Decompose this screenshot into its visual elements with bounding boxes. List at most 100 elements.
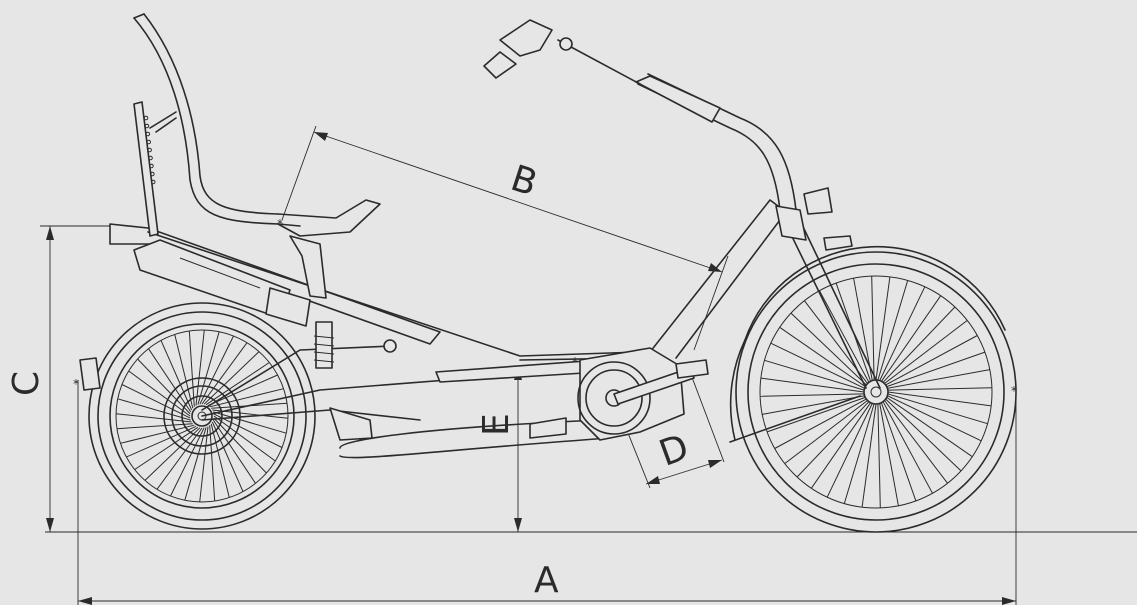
spoke	[880, 295, 942, 382]
ref-mark-rear: *	[73, 377, 79, 391]
spoke	[882, 306, 956, 383]
adjust-hole	[148, 155, 153, 161]
pivot-bolt	[383, 339, 397, 353]
rear-fender	[88, 302, 316, 530]
spoke	[170, 427, 205, 497]
spoke	[199, 426, 209, 503]
spoke	[137, 358, 191, 415]
rear-wheel	[79, 302, 316, 530]
spoke	[199, 335, 234, 405]
rear-tire-outer	[97, 311, 307, 521]
shock-spring	[313, 335, 335, 363]
seat-adjust-holes	[143, 115, 156, 185]
spoke	[144, 427, 201, 481]
seat-stay	[201, 345, 393, 411]
adjust-hole	[143, 115, 149, 121]
seat	[133, 13, 381, 299]
spoke	[210, 423, 230, 498]
adjust-hole	[145, 131, 151, 137]
adjust-hole	[150, 171, 155, 177]
brake-lever	[499, 19, 553, 57]
dim-b-arrow-right	[708, 263, 722, 272]
spoke	[213, 415, 276, 462]
spoke	[148, 348, 192, 413]
dim-d-arrow-left	[646, 476, 660, 484]
front-rim	[759, 275, 993, 509]
spoke	[762, 395, 865, 415]
reflector-bracket	[823, 235, 853, 251]
seat-top-cap	[133, 13, 145, 19]
adjust-hole	[144, 123, 150, 129]
front-axle	[870, 386, 882, 398]
fork-rear	[795, 211, 881, 389]
ref-mark-front: *	[1011, 384, 1017, 398]
spoke	[879, 403, 899, 506]
spoke	[209, 388, 284, 408]
crank-arm	[613, 367, 695, 405]
spoke	[760, 377, 865, 393]
spoke	[887, 391, 992, 407]
spoke	[205, 362, 270, 406]
spoke	[213, 411, 287, 434]
front-hub	[863, 379, 889, 405]
spoke	[117, 398, 191, 421]
label-e: E	[476, 413, 517, 436]
spoke	[884, 320, 968, 384]
dim-b-seat-extension	[281, 125, 317, 221]
dim-b-arrow-left	[314, 132, 328, 141]
front-tire-outer	[735, 251, 1017, 533]
head-light	[803, 187, 833, 215]
rear-spokes	[115, 329, 289, 503]
spoke	[134, 426, 199, 470]
spoke	[121, 384, 191, 419]
spoke	[784, 400, 868, 464]
derailleur	[329, 407, 373, 441]
spoke	[882, 401, 933, 494]
front-fender-rear	[729, 339, 746, 441]
spoke	[885, 335, 978, 386]
down-tube	[649, 199, 787, 359]
dim-c-arrow-top	[46, 226, 54, 240]
spoke	[887, 387, 992, 391]
spoke	[213, 413, 283, 448]
spoke	[128, 370, 191, 417]
front-spokes	[760, 276, 992, 508]
spoke	[766, 396, 866, 433]
spoke	[826, 403, 873, 498]
rear-cassette-large	[163, 377, 241, 455]
adjust-hole	[146, 139, 151, 145]
spoke	[843, 403, 875, 504]
spoke	[886, 351, 986, 388]
spoke	[156, 427, 203, 490]
seat-adjust-rail	[133, 101, 159, 237]
spoke	[861, 403, 877, 508]
spoke	[126, 425, 197, 458]
seat-mount-bracket	[289, 235, 327, 299]
label-d: D	[654, 427, 694, 475]
stem-upper	[637, 83, 781, 211]
seat-brace-lower	[155, 117, 177, 133]
label-c: C	[6, 371, 47, 396]
front-tire-inner	[747, 263, 1005, 521]
spoke	[796, 401, 870, 478]
spoke	[212, 419, 256, 484]
spoke	[201, 342, 248, 405]
battery-connector	[265, 287, 311, 327]
dim-b-line	[313, 131, 723, 273]
label-a: A	[534, 560, 559, 601]
dim-e-arrow-bottom	[514, 518, 522, 532]
spoke	[160, 340, 193, 411]
steering	[483, 19, 881, 389]
spoke	[819, 290, 870, 383]
front-wheel	[729, 245, 1017, 533]
spoke	[770, 342, 865, 389]
pedal	[675, 359, 709, 379]
spoke	[879, 286, 926, 381]
spoke	[880, 402, 917, 502]
fork-front	[779, 211, 867, 389]
spoke	[184, 427, 207, 501]
spoke	[886, 396, 973, 458]
spoke	[203, 351, 260, 405]
spoke	[115, 413, 192, 423]
